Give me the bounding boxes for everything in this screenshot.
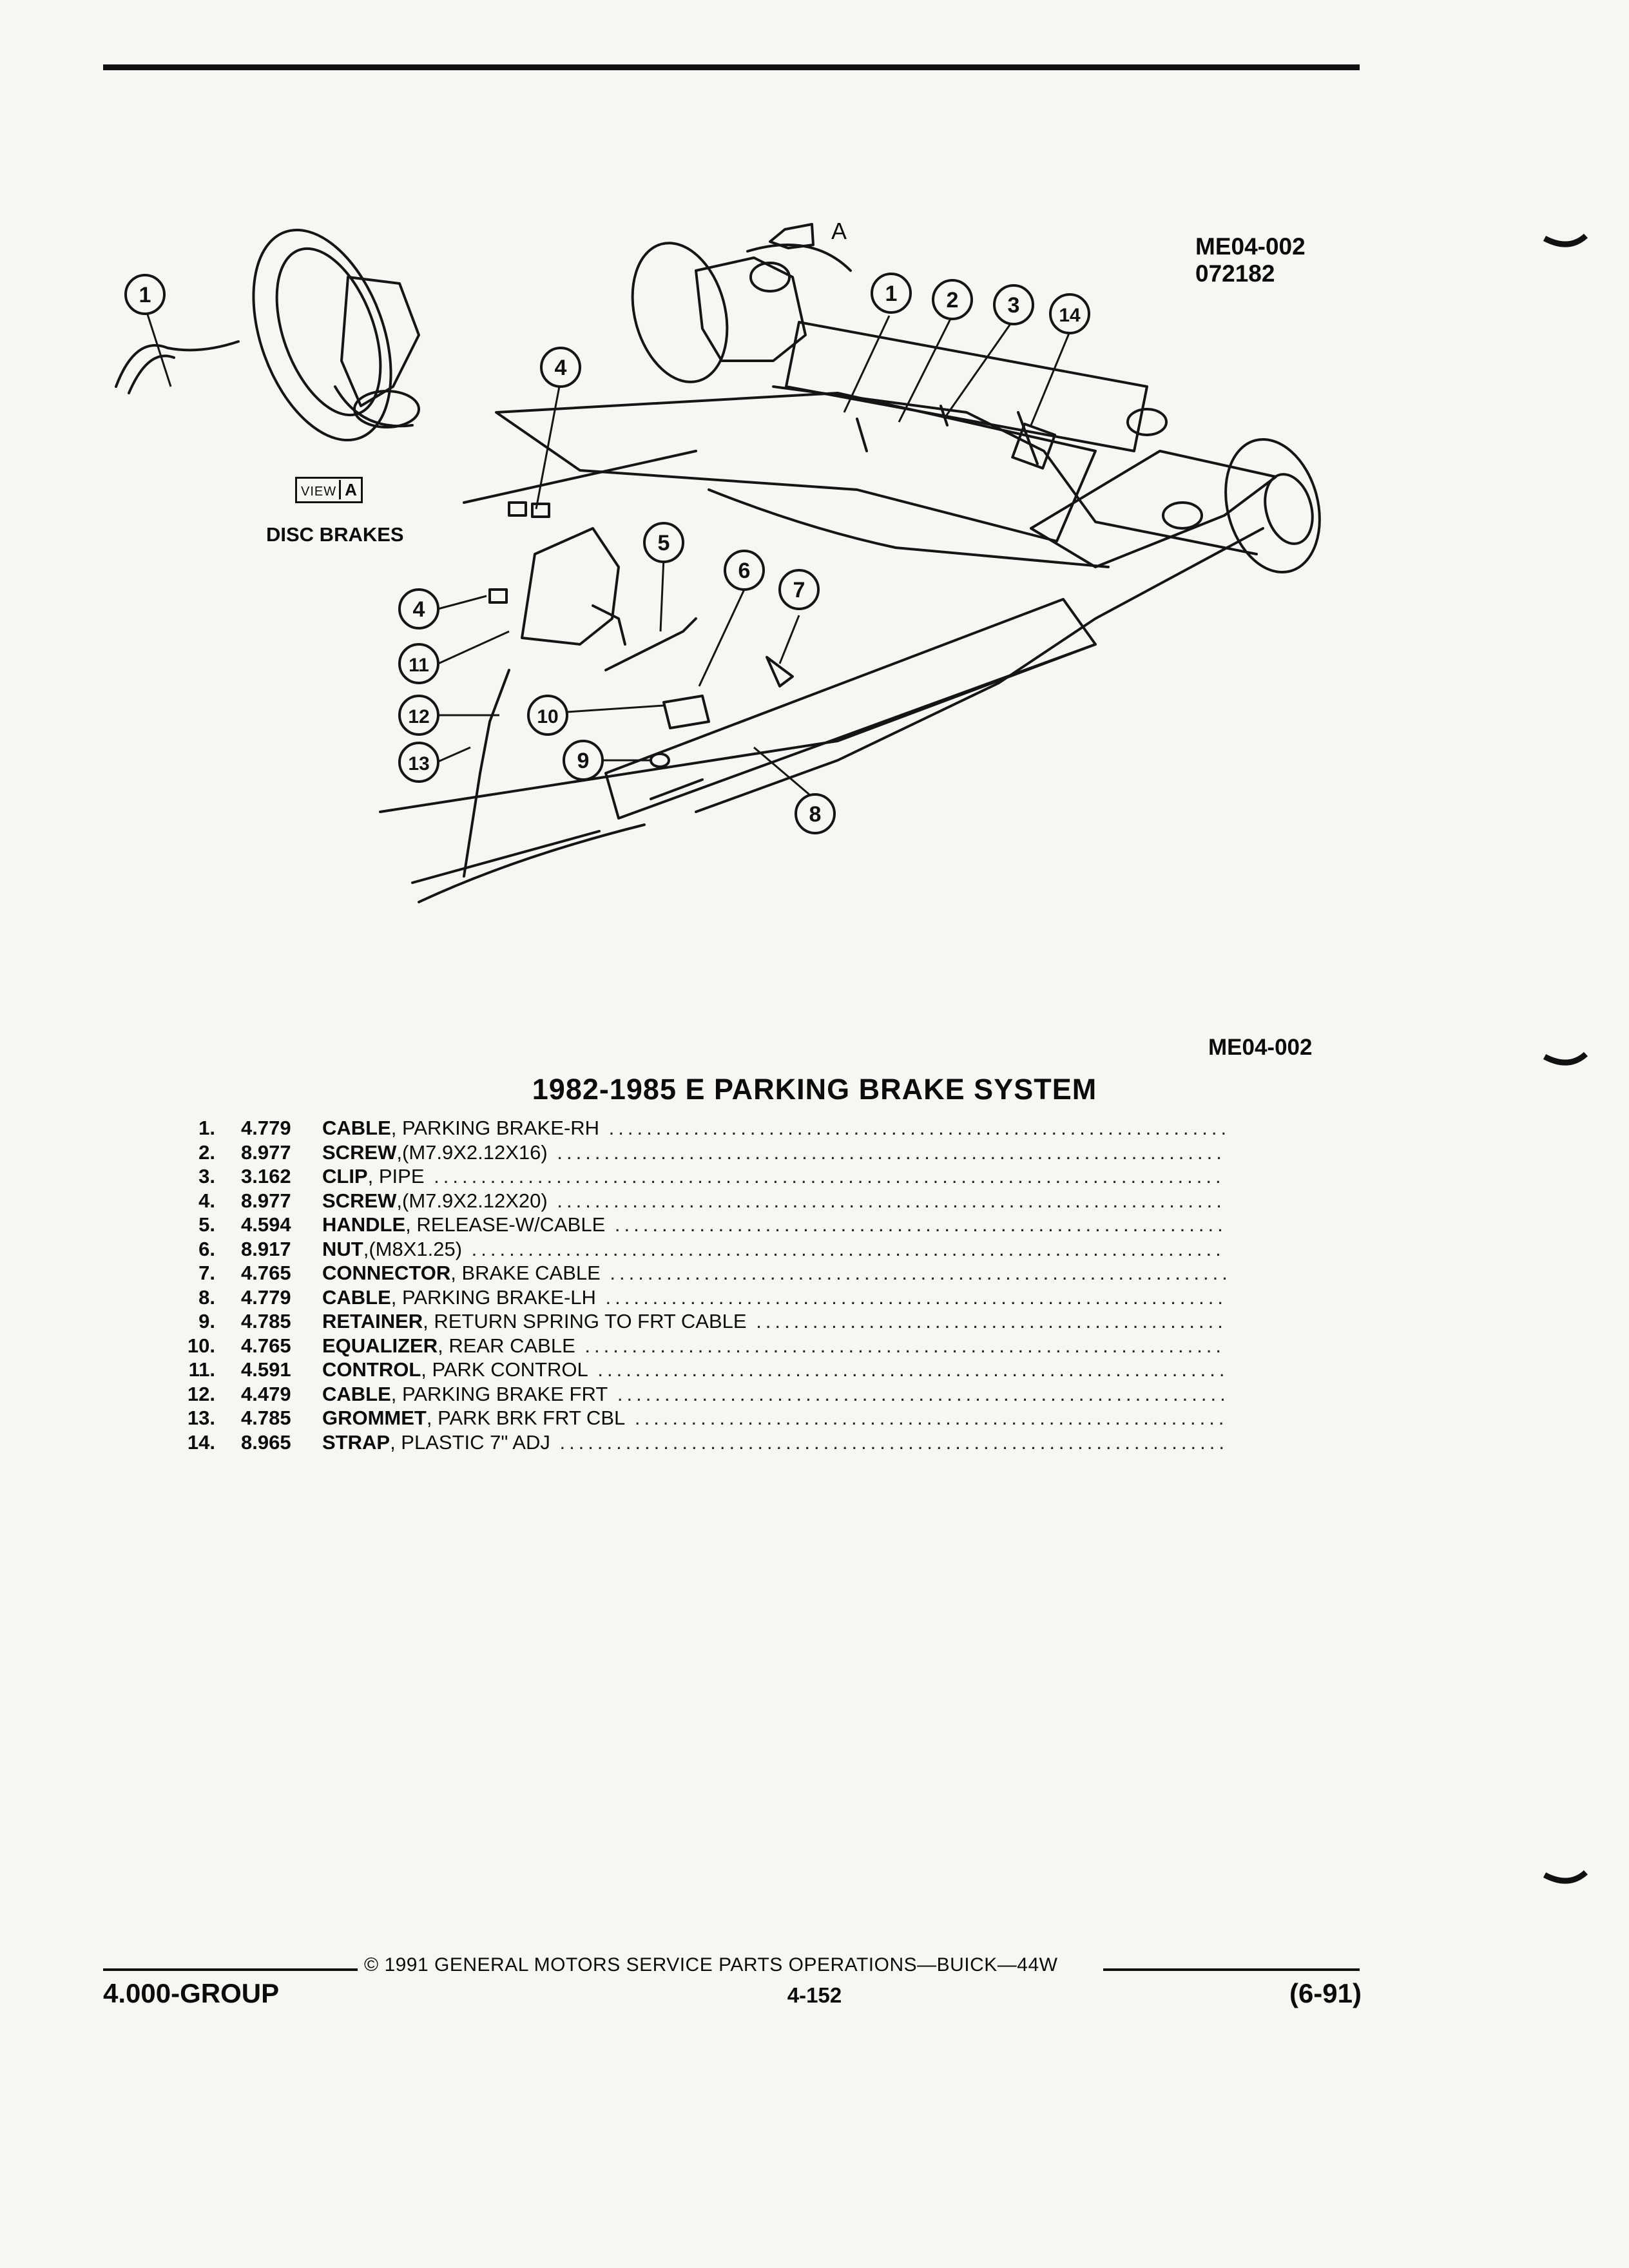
rear-axle-beam	[1030, 450, 1277, 568]
revision-date: (6-91)	[1289, 1978, 1362, 2008]
figure-ref: ME04-002	[1208, 1035, 1313, 1060]
inset-cable	[115, 340, 240, 388]
callout-5: 5	[658, 531, 670, 555]
copyright-text: © 1991 GENERAL MOTORS SERVICE PARTS OPER…	[364, 1954, 1058, 1975]
front-hub	[631, 242, 729, 383]
view-word: VIEW	[301, 485, 337, 499]
callout-6: 6	[738, 559, 751, 583]
callout-12: 12	[408, 706, 429, 727]
rear-drum	[1224, 437, 1321, 574]
figure-code: ME04-002	[1195, 233, 1306, 260]
footer-rule-left	[103, 1968, 358, 1971]
side-rail	[604, 598, 1097, 820]
disc-rotor	[252, 228, 392, 442]
callout-1: 1	[885, 282, 898, 306]
front-cable	[463, 669, 510, 878]
callout-8: 8	[809, 802, 822, 827]
disc-brakes-label: DISC BRAKES	[266, 523, 404, 546]
binding-mark	[1543, 1870, 1588, 1884]
release-handle	[604, 617, 697, 671]
footer-rule-right	[1103, 1968, 1360, 1971]
callout-3: 3	[1008, 293, 1020, 318]
parking-brake-diagram: 1 1 2 3 14 4 4 5 6 7 11 12 13 10 9 8	[115, 223, 1321, 903]
group-label: 4.000-GROUP	[103, 1978, 280, 2008]
callout-4: 4	[413, 597, 425, 622]
callout-1-inset: 1	[139, 283, 151, 307]
callout-10: 10	[537, 706, 558, 727]
page-number: 4-152	[787, 1983, 842, 2007]
rh-cable	[772, 385, 1258, 555]
figure-date: 072182	[1195, 260, 1275, 287]
view-letter: A	[339, 480, 357, 499]
park-control	[521, 527, 620, 646]
equalizer	[662, 695, 710, 729]
callout-4-top: 4	[555, 356, 567, 380]
top-rule	[103, 64, 1360, 70]
callout-2: 2	[947, 288, 959, 312]
callout-9: 9	[577, 749, 590, 773]
callout-13: 13	[408, 753, 429, 774]
callout-14: 14	[1059, 305, 1081, 326]
frame-crossmember	[785, 321, 1148, 452]
binding-mark	[1543, 233, 1588, 247]
callout-7: 7	[793, 578, 805, 602]
view-arrow-label: A	[831, 218, 847, 244]
page-title: 1982-1985 E PARKING BRAKE SYSTEM	[532, 1073, 1097, 1106]
callout-11: 11	[409, 655, 429, 676]
caliper	[340, 276, 420, 407]
binding-mark	[1543, 1052, 1588, 1066]
